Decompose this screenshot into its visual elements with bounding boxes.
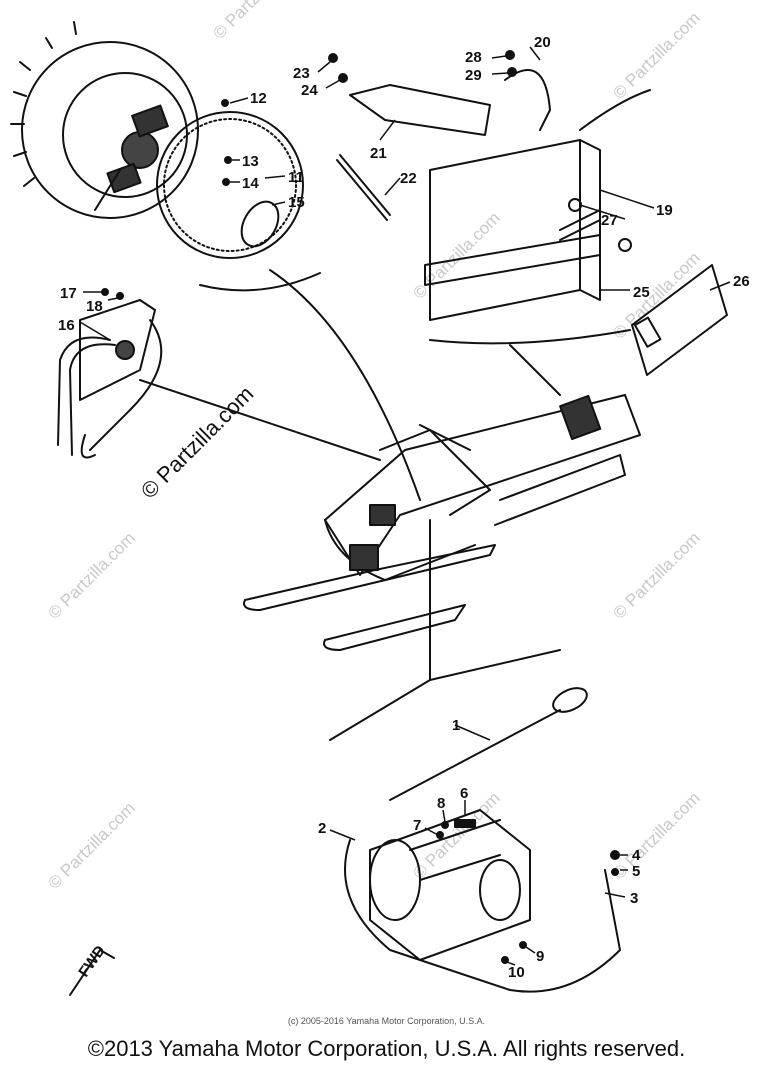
callout-2: 2: [318, 820, 326, 837]
battery-cover-26: [631, 264, 728, 376]
ring-gear: [156, 111, 304, 259]
nut-9: [519, 941, 527, 949]
pickup-coil-assembly: [57, 299, 163, 459]
group-bracket-battery: [429, 329, 631, 345]
small-copyright: (c) 2005-2016 Yamaha Motor Corporation, …: [287, 1016, 486, 1026]
flywheel-magneto: [10, 21, 199, 219]
callout-25: 25: [633, 284, 650, 301]
nut-28: [505, 50, 515, 60]
washer-10: [501, 956, 509, 964]
bolt-23: [328, 53, 338, 63]
callout-29: 29: [465, 67, 482, 84]
leader-lines: [139, 269, 561, 741]
callout-22: 22: [400, 170, 417, 187]
bolt-12: [221, 99, 229, 107]
watermark-text: © Partzilla.com: [44, 798, 138, 892]
callout-18: 18: [86, 298, 103, 315]
callout-26: 26: [733, 273, 750, 290]
callout-13: 13: [242, 153, 259, 170]
callout-14: 14: [242, 175, 259, 192]
footer-copyright: ©2013 Yamaha Motor Corporation, U.S.A. A…: [87, 1036, 686, 1061]
callout-11: 11: [288, 169, 304, 186]
washer-13: [224, 156, 232, 164]
washer-8: [441, 821, 449, 829]
washer-18: [116, 292, 124, 300]
fwd-marker-label: FWD: [75, 942, 109, 980]
watermark-text: © Partzilla.com: [409, 208, 503, 302]
callout-23: 23: [293, 65, 310, 82]
callout-1: 1: [452, 717, 460, 734]
washer-29: [507, 67, 517, 77]
watermark-text: © Partzilla.com: [209, 0, 303, 43]
callout-3: 3: [630, 890, 638, 907]
group-bracket-flywheel: [199, 272, 321, 292]
parts-diagram: © Partzilla.com © Partzilla.com © Partzi…: [10, 0, 750, 996]
callout-6: 6: [460, 785, 468, 802]
watermark-text: © Partzilla.com: [44, 528, 138, 622]
watermark-text: © Partzilla.com: [609, 788, 703, 882]
callout-4: 4: [632, 847, 641, 864]
callout-9: 9: [536, 948, 544, 965]
fwd-arrow: [69, 949, 115, 996]
starter-cable-1: [389, 709, 561, 801]
watermark-text: © Partzilla.com: [609, 528, 703, 622]
watermark-text: © Partzilla.com: [609, 8, 703, 102]
callout-28: 28: [465, 49, 482, 66]
washer-24: [338, 73, 348, 83]
nut-14: [222, 178, 230, 186]
watermark-text: © Partzilla.com: [609, 248, 703, 342]
callout-10: 10: [508, 964, 525, 981]
callout-12: 12: [250, 90, 267, 107]
bolt-6: [454, 819, 476, 828]
screw-17: [101, 288, 109, 296]
callout-21: 21: [370, 145, 387, 162]
battery-assembly: [336, 69, 651, 321]
callout-7: 7: [413, 817, 421, 834]
callout-16: 16: [58, 317, 75, 334]
callout-leaders: [79, 46, 731, 966]
callout-19: 19: [656, 202, 673, 219]
callout-5: 5: [632, 863, 640, 880]
callout-24: 24: [301, 82, 318, 99]
starter-switch: [552, 687, 588, 713]
cover-window: [633, 316, 662, 348]
callout-15: 15: [288, 194, 305, 211]
bolt-4: [610, 850, 620, 860]
o-ring-15: [240, 200, 280, 248]
callout-8: 8: [437, 795, 445, 812]
callout-20: 20: [534, 34, 551, 51]
callout-27: 27: [601, 212, 618, 229]
washer-5: [611, 868, 619, 876]
starter-motor: [344, 809, 621, 993]
snowmobile-body: [243, 394, 641, 651]
callout-17: 17: [60, 285, 77, 302]
